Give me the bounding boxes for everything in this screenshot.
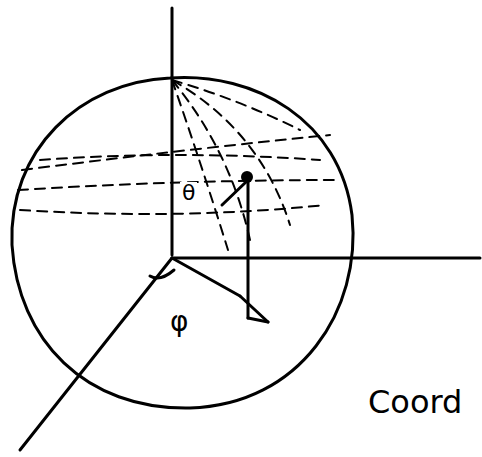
y-axis	[172, 257, 480, 260]
drop-line	[247, 180, 250, 318]
meridian-line	[172, 80, 250, 240]
latitude-line	[20, 205, 325, 214]
caption-note: Coord	[366, 386, 464, 418]
meridian-line	[172, 80, 290, 225]
drop-line	[248, 318, 268, 322]
meridian-line	[172, 80, 228, 250]
latitude-line	[40, 155, 320, 160]
latitude-line	[22, 135, 330, 170]
projection-line	[240, 296, 268, 322]
latitude-line	[18, 180, 340, 190]
point-dot	[241, 171, 253, 183]
angle-label: φ	[168, 308, 190, 336]
meridian-line	[172, 80, 300, 130]
projection-line	[172, 258, 240, 296]
angle-label: θ	[180, 182, 197, 204]
x-axis	[20, 258, 172, 450]
phi-arc	[150, 270, 174, 278]
z-axis	[171, 8, 174, 255]
sphere-outline	[12, 77, 353, 408]
